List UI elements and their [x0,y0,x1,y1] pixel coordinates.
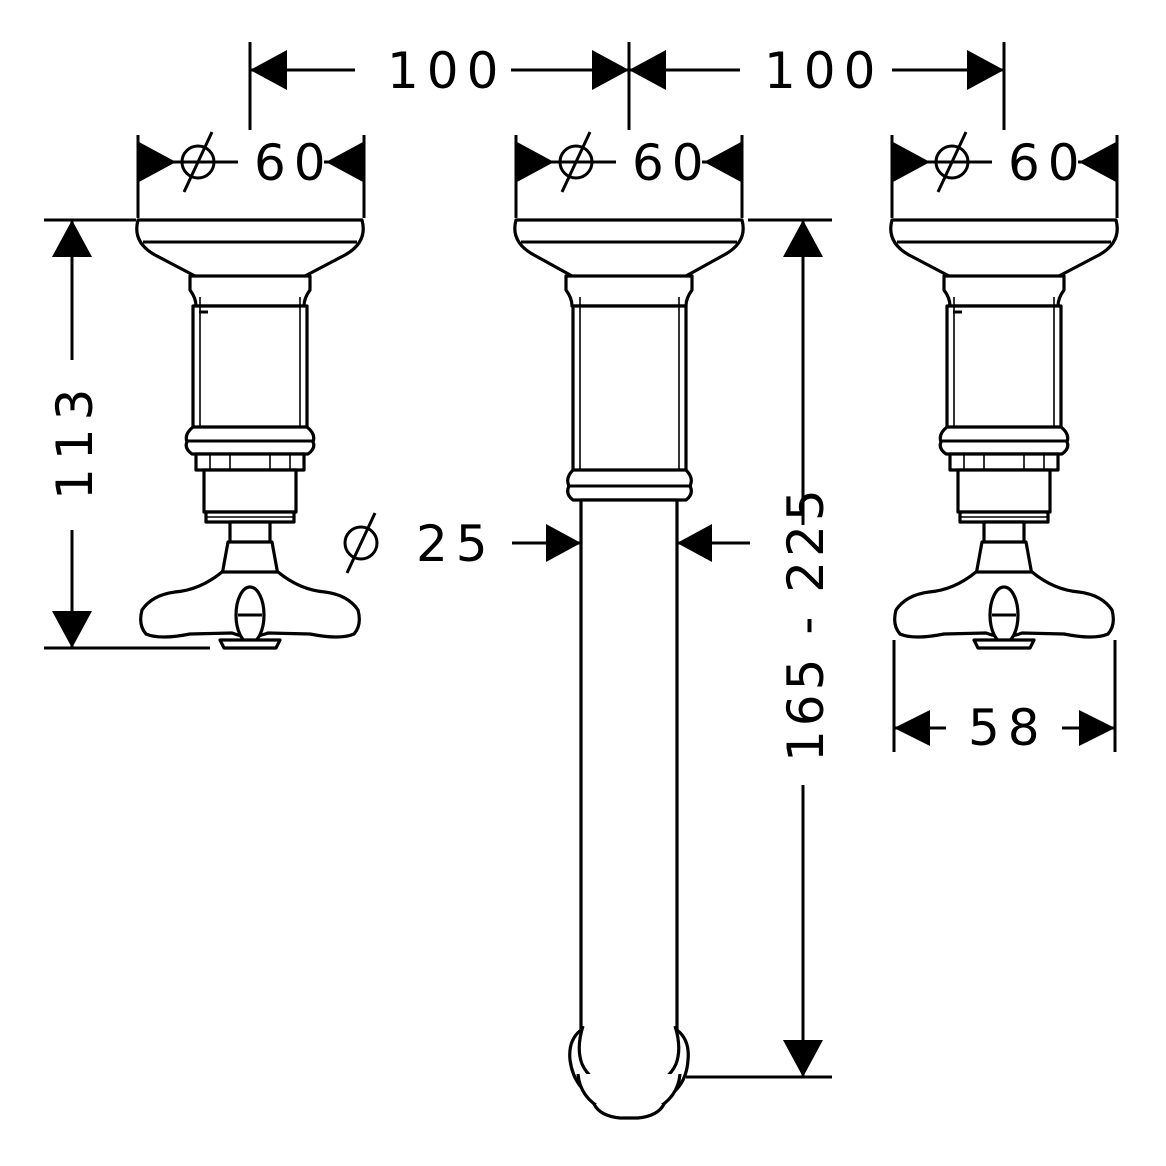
arrow-right-icon [967,50,1004,90]
spout-length-label: 165 - 225 [777,485,835,762]
spout-length-dimension: 165 - 225 [686,218,835,1079]
diameter-icon [343,511,379,575]
spout-diameter-dimension: 25 [343,511,750,575]
arrow-left-icon [250,50,287,90]
flange-diameter-left: 60 [136,130,366,218]
diameter-center-label: 60 [632,134,712,192]
arrow-down-icon [52,611,92,648]
arrow-right-icon [592,50,629,90]
spacing-right-label: 100 [764,42,883,100]
arrow-left-icon [1079,142,1116,182]
arrow-right-icon [893,142,930,182]
arrow-left-icon [677,524,712,562]
center-spout [513,218,745,1120]
spacing-left-label: 100 [387,42,506,100]
left-valve [135,218,365,650]
valve-height-label: 113 [46,381,104,500]
arrow-right-icon [517,142,554,182]
handle-width-label: 58 [968,699,1048,757]
arrow-left-icon [704,142,741,182]
diameter-right-label: 60 [1008,134,1088,192]
arrow-up-icon [783,220,823,257]
arrow-right-icon [546,524,581,562]
arrow-up-icon [52,220,92,257]
spacing-dimensions: 100 100 [248,42,1006,130]
arrow-down-icon [783,1040,823,1077]
arrow-left-icon [894,710,930,746]
diameter-left-label: 60 [254,134,334,192]
valve-height-dimension: 113 [44,218,210,650]
arrow-right-icon [139,142,176,182]
spout-diameter-label: 25 [416,515,496,573]
handle-width-dimension: 58 [892,640,1117,757]
arrow-left-icon [326,142,363,182]
flange-diameter-right: 60 [890,130,1119,218]
arrow-right-icon [1079,710,1115,746]
flange-diameter-center: 60 [514,130,744,218]
right-valve [889,218,1119,650]
arrow-left-icon [629,50,666,90]
